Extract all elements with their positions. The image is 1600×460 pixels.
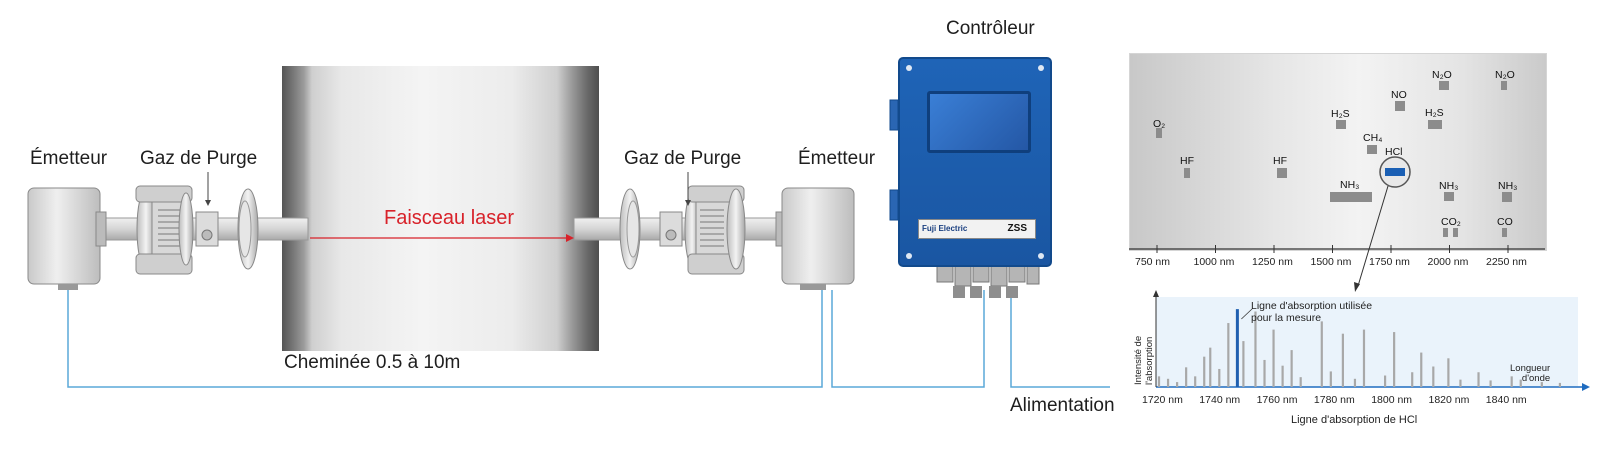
gas-label: O₂ (1153, 118, 1166, 130)
gas-band (1502, 192, 1512, 202)
axis-tick-label: 750 nm (1135, 256, 1171, 268)
annotation-line-2: pour la mesure (1251, 312, 1322, 324)
annotation-pointer (1241, 308, 1253, 320)
gas-band (1330, 192, 1372, 202)
absorption-xlabel: Longueur d'onde (1510, 364, 1550, 384)
screw-icon (1038, 253, 1044, 259)
gas-band (1156, 128, 1162, 138)
axis-tick-label: 1500 nm (1310, 256, 1352, 268)
gas-band (1502, 228, 1507, 237)
controller-label: Contrôleur (946, 18, 1035, 39)
hcl-zoom-callout (1354, 156, 1411, 292)
model-name: ZSS (1007, 223, 1027, 234)
emitter-right-unit (573, 185, 855, 290)
purge-left-label: Gaz de Purge (140, 148, 258, 169)
absorption-tick-label: 1740 nm (1199, 394, 1241, 406)
brand-logo: Fuji Electric (922, 224, 968, 233)
screw-icon (1038, 65, 1044, 71)
emitter-left-label: Émetteur (30, 148, 108, 169)
axis-tick-label: 1250 nm (1252, 256, 1293, 268)
controller-nameplate: Fuji Electric ZSS (918, 219, 1036, 239)
gas-spectrum-map (1129, 53, 1547, 251)
ylabel-line-2: l'absorption (1144, 336, 1155, 385)
controller-cable-glands (936, 265, 1040, 298)
controller-box: Fuji Electric ZSS (898, 57, 1052, 267)
gas-label: HF (1273, 155, 1287, 167)
gas-label: HF (1180, 155, 1194, 167)
gas-band (1443, 228, 1448, 237)
gas-band (1439, 81, 1449, 90)
power-label: Alimentation (1010, 395, 1115, 416)
chimney (282, 66, 599, 351)
screw-icon (906, 253, 912, 259)
emitter-left-unit (27, 185, 309, 290)
gas-band (1367, 145, 1377, 154)
xlabel-line-2: d'onde (1521, 373, 1551, 384)
gas-label: HCl (1385, 146, 1403, 158)
axis-tick-label: 2000 nm (1427, 256, 1469, 268)
absorption-tick-label: 1760 nm (1256, 394, 1298, 406)
axis-tick-label: 2250 nm (1486, 256, 1527, 268)
annotation-line-1: Ligne d'absorption utilisée (1251, 300, 1373, 312)
wiring (67, 290, 1110, 388)
gas-label: NH₃ (1498, 180, 1518, 192)
absorption-tick-label: 1800 nm (1371, 394, 1413, 406)
absorption-tick-label: 1820 nm (1428, 394, 1470, 406)
absorption-tick-label: 1780 nm (1313, 394, 1355, 406)
hcl-absorption-chart (1153, 290, 1590, 391)
gas-label: NO (1391, 89, 1407, 101)
gas-band (1336, 120, 1346, 129)
screw-icon (906, 65, 912, 71)
gas-label: N₂O (1432, 69, 1452, 81)
gas-band (1453, 228, 1458, 237)
absorption-caption: Ligne d'absorption de HCl (1291, 414, 1418, 426)
gas-band (1501, 81, 1507, 90)
controller-display (927, 91, 1031, 153)
gas-label: N₂O (1495, 69, 1515, 81)
chimney-label: Cheminée 0.5 à 10m (284, 352, 461, 373)
axis-tick-label: 1750 nm (1369, 256, 1410, 268)
absorption-annotation: Ligne d'absorption utilisée pour la mesu… (1251, 300, 1372, 324)
gas-band (1395, 101, 1405, 111)
laser-label: Faisceau laser (384, 207, 515, 229)
emitter-right-label: Émetteur (798, 148, 876, 169)
absorption-ylabel: Intensité de l'absorption (1133, 336, 1155, 385)
gas-label: H₂S (1425, 107, 1444, 119)
ylabel-line-1: Intensité de (1133, 335, 1144, 385)
absorption-tick-label: 1840 nm (1485, 394, 1527, 406)
gas-label: H₂S (1331, 108, 1350, 120)
gas-spectrum-axes (1129, 245, 1545, 253)
absorption-tick-label: 1720 nm (1142, 394, 1183, 406)
gas-label: CO₂ (1441, 216, 1461, 228)
gas-label: NH₃ (1340, 179, 1360, 191)
xlabel-line-1: Longueur (1510, 363, 1551, 374)
gas-label: NH₃ (1439, 180, 1459, 192)
gas-band (1277, 168, 1287, 178)
gas-band (1428, 120, 1442, 129)
gas-label: CO (1497, 216, 1513, 228)
purge-right-label: Gaz de Purge (624, 148, 742, 169)
gas-band (1184, 168, 1190, 178)
axis-tick-label: 1000 nm (1193, 256, 1235, 268)
gas-band (1444, 192, 1454, 201)
gas-label: CH₄ (1363, 132, 1383, 144)
